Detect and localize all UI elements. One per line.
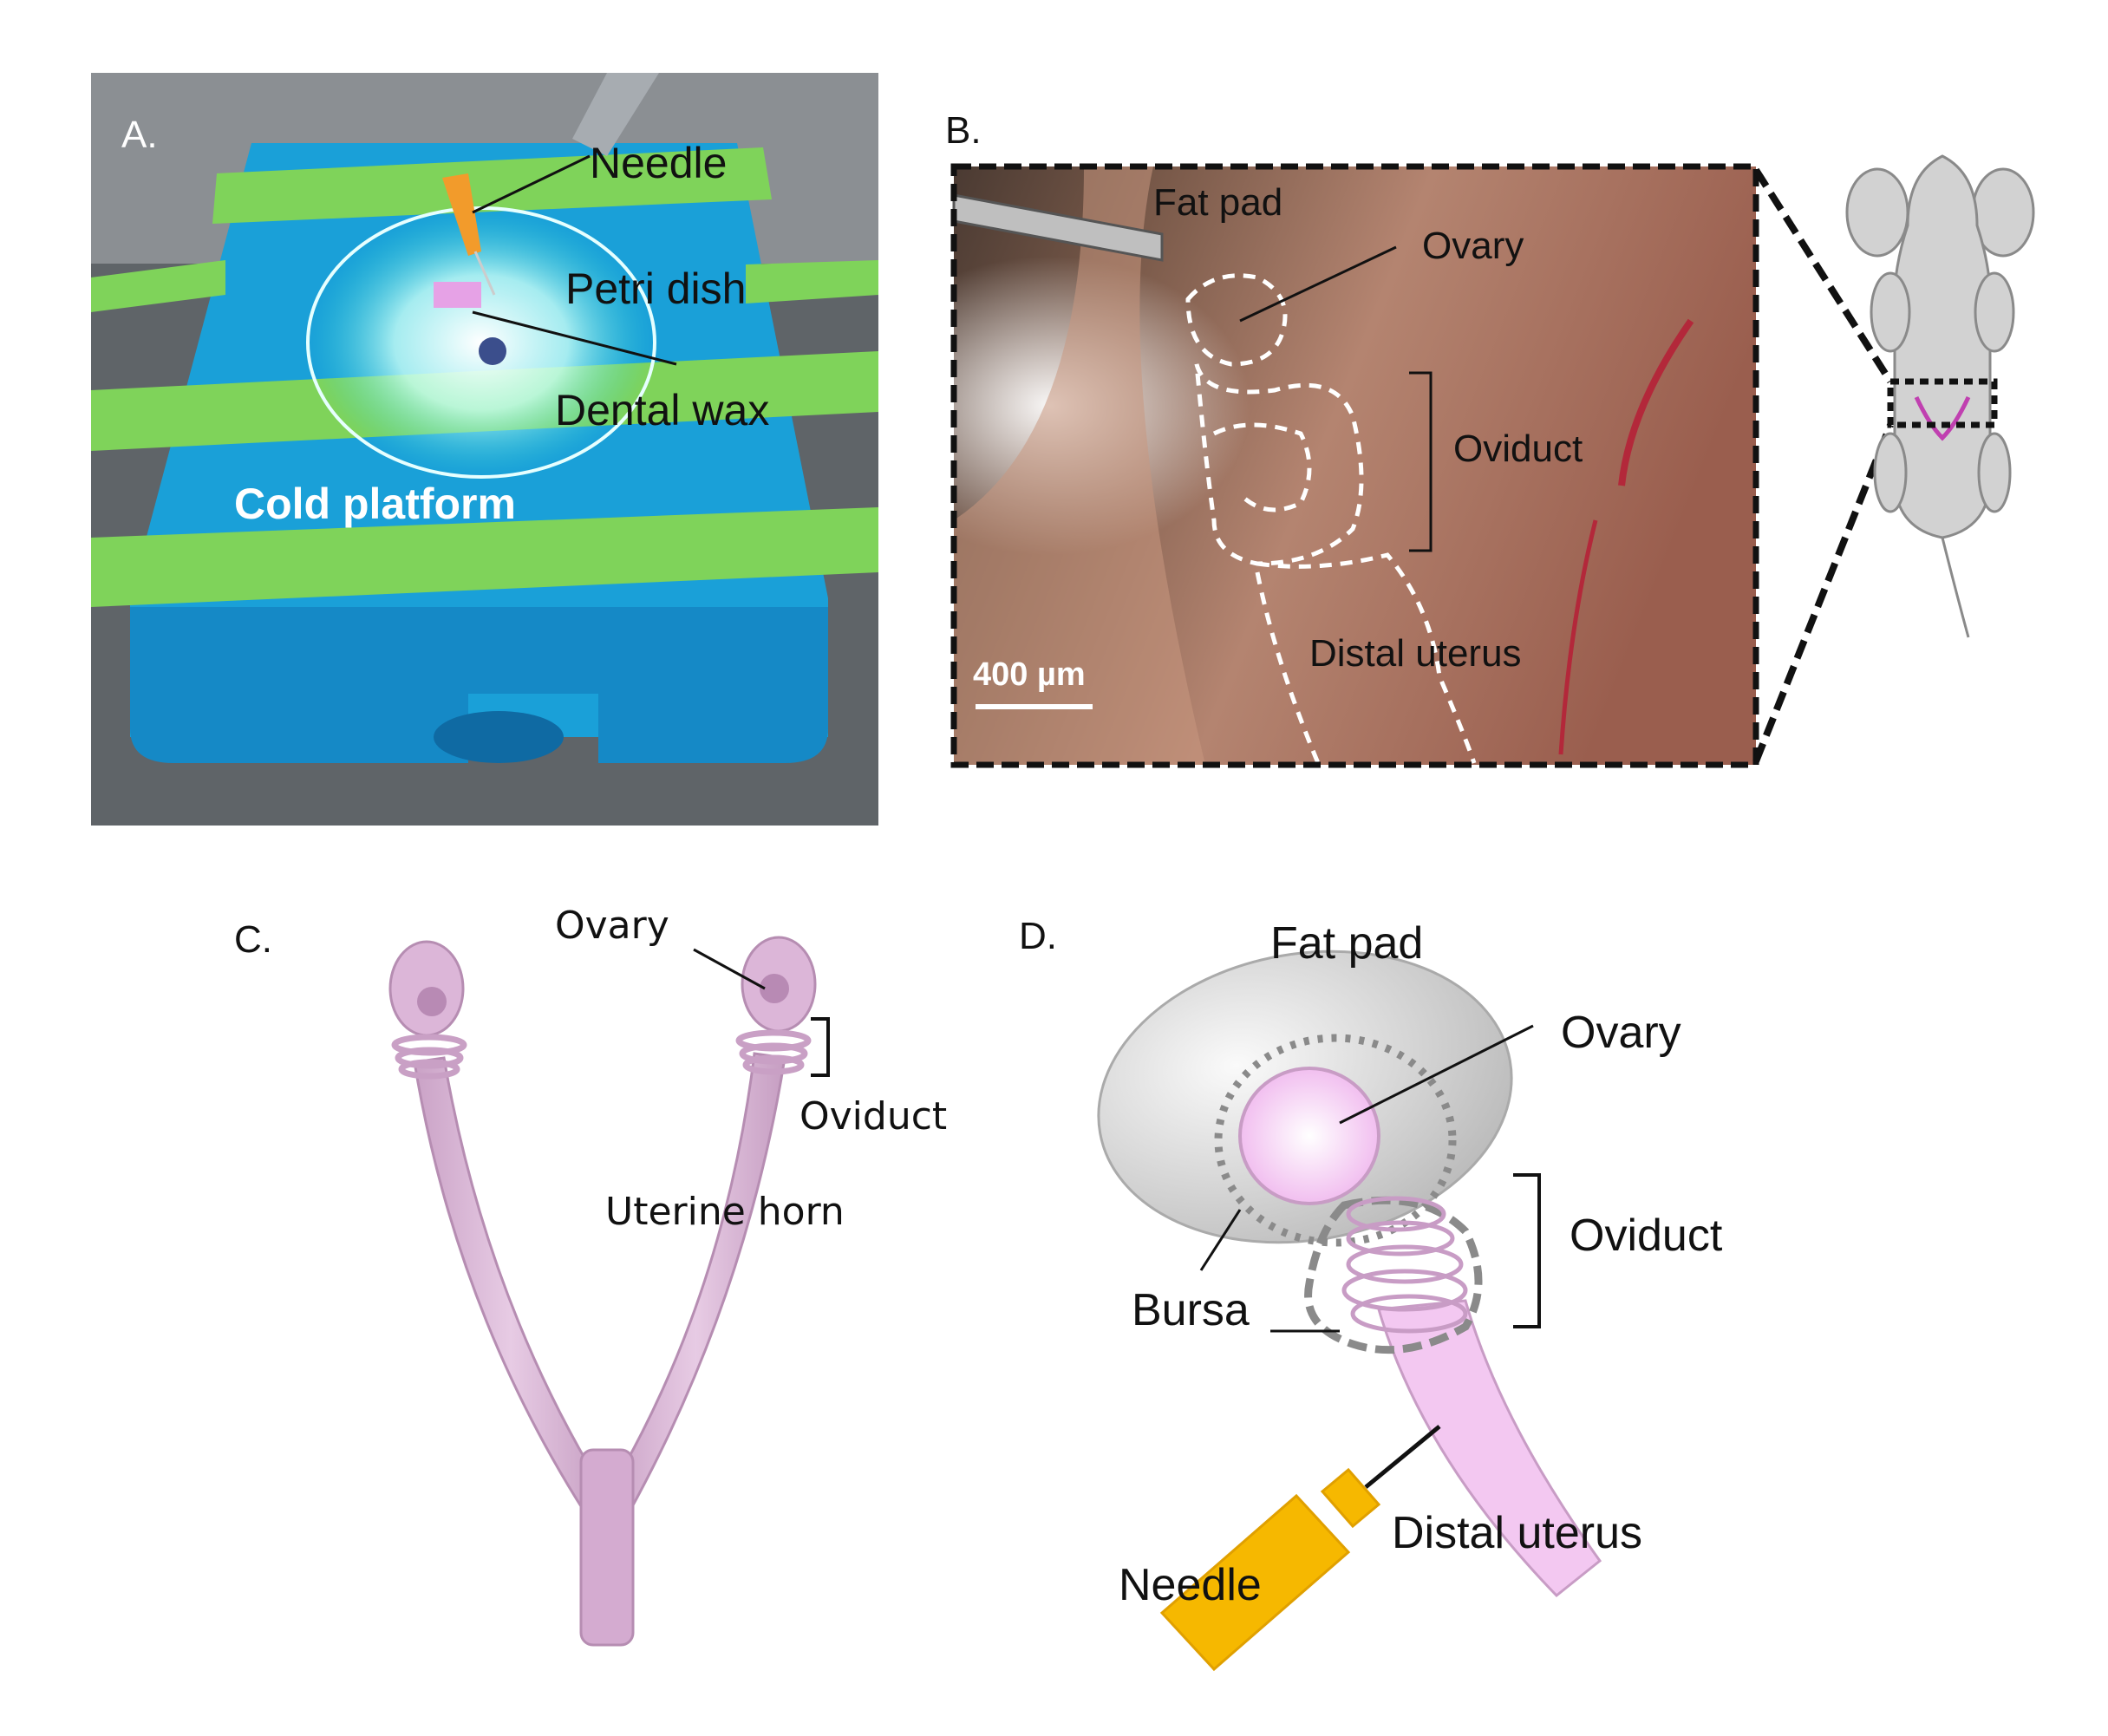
- tape-strip-3: [91, 507, 878, 607]
- oviduct-coils: [1341, 1196, 1468, 1334]
- needle-leader-line: [472, 154, 591, 214]
- panel-b-letter: B.: [945, 109, 982, 152]
- panel-d-letter: D.: [1019, 915, 1057, 957]
- panel-c-oviduct-label: Oviduct: [799, 1094, 947, 1139]
- panel-c: C. Ovary Oviduct Uterine horn: [234, 904, 947, 1647]
- ovary-right-follicle: [760, 974, 789, 1003]
- panel-d-ovary-label: Ovary: [1561, 1008, 1681, 1058]
- uterine-horn-left: [413, 1056, 609, 1516]
- panel-b-vessel: [1618, 318, 1694, 486]
- petri-dish: [306, 206, 656, 479]
- panel-a-letter: A.: [121, 114, 158, 156]
- tape-strip-5: [746, 260, 878, 303]
- panel-d-bursa-label: Bursa: [1132, 1285, 1250, 1335]
- panel-b-tissue-band: [954, 166, 1205, 765]
- panel-b-oviduct-label: Oviduct: [1453, 427, 1583, 470]
- oviduct-coils-right: [735, 1029, 812, 1075]
- panel-b-ovary-leader-line: [1239, 245, 1397, 323]
- tape-strip-1: [212, 147, 772, 224]
- panel-d-oviduct-bracket: [1513, 1173, 1541, 1328]
- panel-b-tissue-outlines: [1185, 273, 1477, 764]
- uterine-horn-right: [605, 1052, 786, 1516]
- needle-barrel: [1159, 1493, 1351, 1672]
- platform-port: [434, 711, 564, 763]
- needle-tip-hub: [1320, 1467, 1381, 1529]
- panel-c-ovary-label: Ovary: [555, 904, 669, 948]
- panel-c-uterine-horn-label: Uterine horn: [605, 1190, 845, 1234]
- needle-shaft-d: [1364, 1425, 1441, 1489]
- mouse-reproductive-tract: [1914, 395, 1971, 441]
- tape-strip-4: [91, 260, 225, 312]
- panel-b-ovary-label: Ovary: [1422, 225, 1524, 267]
- cold-platform-feet: [130, 607, 828, 763]
- panel-b-zoom-line-bottom: [1752, 423, 1894, 763]
- panel-d-fat-pad-label: Fat pad: [1270, 918, 1423, 969]
- panel-b-frame: [950, 163, 1759, 768]
- panel-b-scale-bar-label: 400 µm: [973, 656, 1086, 693]
- panel-a-cold-platform-label: Cold platform: [234, 480, 516, 528]
- mouse-zoom-box: [1887, 378, 1998, 428]
- panel-b-distal-uterus-label: Distal uterus: [1309, 632, 1522, 675]
- panel-d-distal-uterus-label: Distal uterus: [1392, 1508, 1642, 1558]
- oviduct-outline: [1304, 1196, 1483, 1354]
- panel-a-dental-wax-label: Dental wax: [555, 386, 769, 434]
- panel-b-vessel-2: [1558, 519, 1598, 755]
- panel-c-ovary-leader-line: [693, 948, 766, 990]
- panel-d: D. Fat pad Ovary Oviduct Bursa: [1019, 915, 1723, 1672]
- cervix: [579, 1448, 635, 1647]
- panel-d-oviduct-label: Oviduct: [1570, 1211, 1723, 1261]
- panel-d-ovary-leader-line: [1339, 1024, 1534, 1125]
- dental-wax: [434, 282, 481, 308]
- panel-a-needle-label: Needle: [590, 139, 727, 187]
- panel-d-needle-label: Needle: [1119, 1560, 1262, 1610]
- oviduct-coils-left: [391, 1034, 467, 1080]
- panel-a-petri-dish-label: Petri dish: [565, 264, 746, 313]
- panel-b-oviduct-bracket: [1409, 371, 1433, 552]
- mouse-icon: [1845, 154, 2035, 638]
- bursa-outline: [1214, 1034, 1457, 1247]
- panel-b: B. 400 µm Fat pad Ovary Oviduct Distal u…: [945, 109, 2035, 768]
- panel-a: A. Needle Petri dish Dental wax Cold pla…: [91, 73, 878, 826]
- needle-holder: [572, 73, 659, 156]
- panel-b-fat-pad-label: Fat pad: [1153, 181, 1282, 224]
- distal-uterus: [1377, 1299, 1602, 1598]
- needle-shaft: [473, 251, 496, 296]
- ovary: [1238, 1067, 1380, 1205]
- ovary-left-follicle: [417, 987, 447, 1016]
- panel-c-oviduct-bracket: [811, 1017, 830, 1077]
- tissue-sample: [479, 337, 506, 365]
- panel-b-zoom-line-top: [1752, 167, 1894, 384]
- needle-hub: [442, 173, 481, 256]
- panel-c-letter: C.: [234, 918, 272, 961]
- dental-wax-leader-line: [472, 310, 677, 366]
- panel-d-bursa-leader-line-1: [1199, 1209, 1242, 1271]
